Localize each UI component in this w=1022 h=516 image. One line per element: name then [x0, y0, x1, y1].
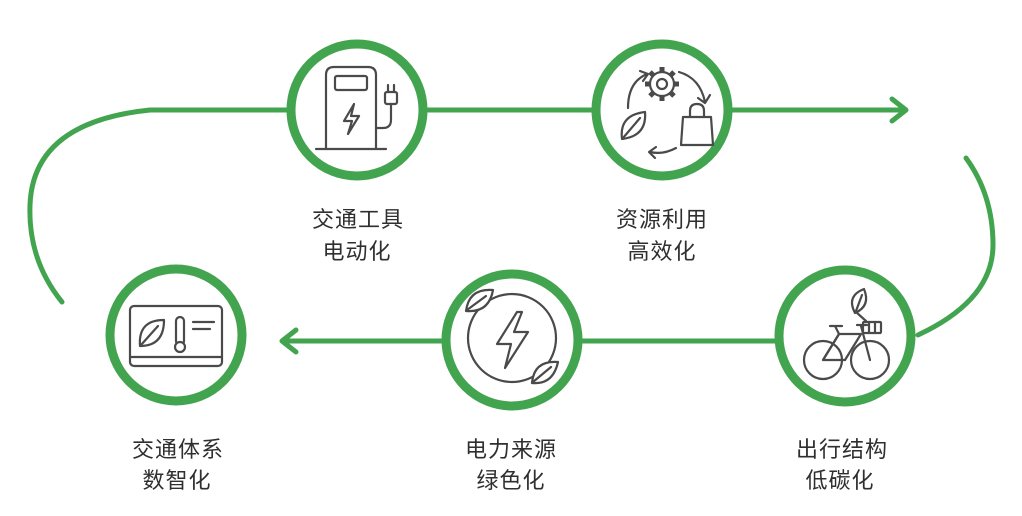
step-ev-label-line2: 电动化	[322, 240, 391, 265]
step-ring	[286, 39, 428, 181]
thermometer-icon	[173, 315, 187, 354]
step-ev-node	[286, 39, 428, 181]
step-power-label-line2: 绿色化	[476, 469, 545, 494]
leaf-icon	[464, 288, 495, 313]
cycle-arrows-icon	[626, 69, 712, 160]
step-travel-label-line2: 低碳化	[805, 469, 874, 494]
step-system-node	[105, 264, 247, 406]
flow-left-arc	[27, 107, 153, 305]
step-system-label-line1: 交通体系	[132, 438, 224, 463]
lightning-icon	[495, 310, 530, 370]
step-resource-label-line1: 资源利用	[616, 208, 708, 233]
step-ring	[774, 265, 916, 407]
leaf-icon	[850, 287, 868, 323]
gear-icon	[645, 67, 679, 101]
leaf-icon	[138, 318, 166, 348]
step-travel-label-line1: 出行结构	[796, 438, 888, 463]
leaf-icon	[620, 110, 647, 141]
flow-right-arc	[915, 155, 996, 338]
step-resource-label-line2: 高效化	[627, 240, 696, 265]
step-power-node	[441, 269, 583, 411]
step-travel-node	[774, 265, 916, 407]
step-system-label-line2: 数智化	[142, 469, 211, 494]
smart-monitor-icon	[128, 304, 224, 368]
step-power-label-line1: 电力来源	[465, 438, 557, 463]
recycle-icon	[620, 67, 715, 160]
bicycle-icon	[802, 287, 891, 381]
leaf-icon	[530, 360, 560, 385]
step-resource-node	[591, 39, 733, 181]
step-ev-label-line1: 交通工具	[312, 208, 404, 233]
flow-bottom-arrowhead	[279, 327, 299, 355]
step-ring	[591, 39, 733, 181]
flow-top-arrowhead	[889, 96, 909, 124]
shopping-bag-icon	[679, 102, 715, 147]
green-power-icon	[464, 288, 560, 385]
ev-charger-icon	[314, 65, 399, 151]
